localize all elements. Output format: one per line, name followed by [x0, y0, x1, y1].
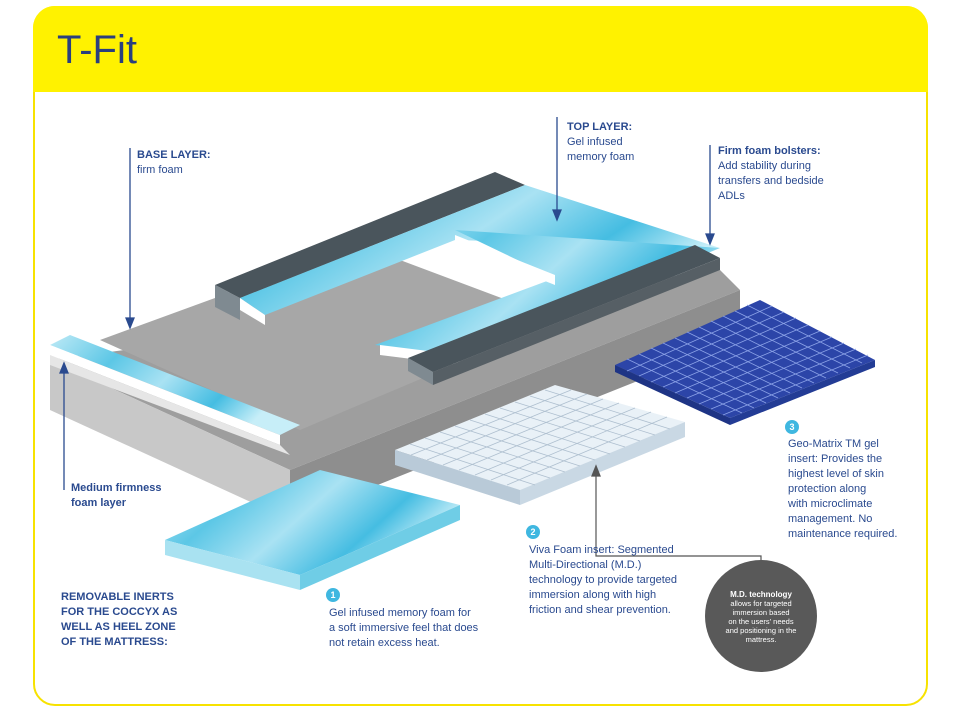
gel-memory-insert [165, 470, 460, 590]
insert-1-line: Gel infused memory foam for [329, 607, 471, 619]
insert-2-number: 2 [526, 525, 540, 539]
top-layer-line: Gel infused [567, 136, 623, 148]
insert-3-description: Geo-Matrix TM gel insert: Provides the h… [788, 437, 897, 542]
md-line: mattress. [745, 635, 777, 644]
insert-1-description: Gel infused memory foam for a soft immer… [329, 606, 478, 651]
insert-1-line: a soft immersive feel that does [329, 622, 479, 634]
insert-2-line: friction and shear prevention. [529, 604, 671, 616]
insert-3-line: protection along [788, 483, 867, 495]
md-line: allows for targeted [730, 599, 792, 608]
insert-3-line: management. No [788, 513, 873, 525]
insert-3-line: Geo-Matrix TM gel [788, 438, 879, 450]
back-bolster [215, 172, 720, 325]
removable-line: REMOVABLE INERTS [61, 591, 174, 603]
insert-3-number: 3 [785, 420, 799, 434]
front-bolster [408, 245, 720, 385]
top-layer-heading: TOP LAYER: [567, 121, 633, 133]
medium-foam-line: foam layer [71, 497, 127, 509]
insert-1-number: 1 [326, 588, 340, 602]
mattress-diagram [50, 117, 875, 590]
insert-2-line: technology to provide targeted [529, 574, 677, 586]
page-title: T-Fit [57, 28, 137, 72]
medium-foam-strip [50, 335, 300, 455]
insert-2-line: immersion along with high [529, 589, 657, 601]
removable-line: WELL AS HEEL ZONE [61, 621, 176, 633]
geo-matrix-insert [615, 300, 875, 425]
medium-foam-label: Medium firmness foam layer [71, 481, 161, 511]
insert-3-line: maintenance required. [788, 528, 898, 540]
bolsters-line: transfers and bedside [718, 175, 824, 187]
base-layer-heading: BASE LAYER: [137, 149, 211, 161]
bolsters-heading: Firm foam bolsters: [718, 145, 821, 157]
bolsters-label: Firm foam bolsters: Add stability during… [718, 144, 824, 204]
insert-3-line: with microclimate [788, 498, 873, 510]
base-layer-text: firm foam [137, 164, 183, 176]
top-layer-line: memory foam [567, 151, 635, 163]
medium-foam-line: Medium firmness [71, 482, 162, 494]
insert-2-line: Viva Foam insert: Segmented [529, 544, 674, 556]
md-line: on the users' needs [728, 617, 794, 626]
viva-foam-insert [395, 385, 685, 505]
md-line: and positioning in the [725, 626, 797, 635]
insert-2-line: Multi-Directional (M.D.) [529, 559, 642, 571]
removable-line: FOR THE COCCYX AS [61, 606, 178, 618]
header-bar [33, 6, 928, 92]
base-layer-label: BASE LAYER: firm foam [137, 148, 211, 178]
top-layer-label: TOP LAYER: Gel infused memory foam [567, 120, 634, 165]
insert-1-line: not retain excess heat. [329, 637, 440, 649]
removable-inserts-label: REMOVABLE INERTS FOR THE COCCYX AS WELL … [61, 590, 211, 650]
md-line: immersion based [732, 608, 790, 617]
insert-2-description: Viva Foam insert: Segmented Multi-Direct… [529, 543, 677, 618]
md-technology-badge: M.D. technology allows for targeted imme… [705, 560, 817, 672]
md-heading: M.D. technology [730, 590, 792, 599]
bolsters-line: Add stability during [718, 160, 811, 172]
insert-3-line: highest level of skin [788, 468, 884, 480]
insert-3-line: insert: Provides the [788, 453, 883, 465]
removable-line: OF THE MATTRESS: [61, 636, 168, 648]
bolsters-line: ADLs [718, 190, 745, 202]
